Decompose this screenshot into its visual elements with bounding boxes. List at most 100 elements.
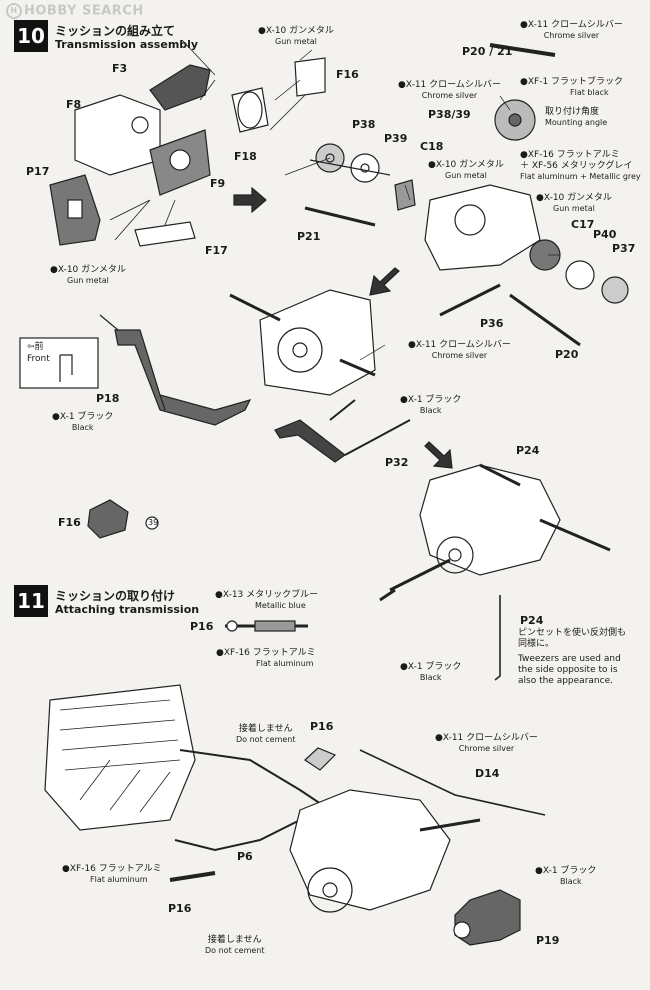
rear-assembly-top xyxy=(419,464,561,576)
color-jp: ●X-13 メタリックブルー xyxy=(215,590,319,600)
color-callout: ●X-1 ブラック Black xyxy=(52,412,113,433)
color-jp: ●X-1 ブラック xyxy=(52,412,114,422)
note-en: also the appearance. xyxy=(518,676,613,686)
color-jp: ●X-10 ガンメタル xyxy=(258,26,334,36)
part-label: P21 xyxy=(297,230,321,243)
step11-title-en: Attaching transmission xyxy=(55,603,200,616)
color-callout: ●X-11 クロームシルバー Chrome silver xyxy=(435,733,538,754)
color-callout: ●X-11 クロームシルバー Chrome silver xyxy=(520,20,623,41)
color-callout: ●XF-1 フラットブラック Flat black xyxy=(520,77,623,98)
color-jp: ●X-1 ブラック xyxy=(535,866,597,876)
part-p18-drawing xyxy=(114,329,252,426)
color-callout: ●X-10 ガンメタル Gun metal xyxy=(428,160,504,181)
color-en: Gun metal xyxy=(67,276,109,285)
color-en: Gun metal xyxy=(553,204,595,213)
part-label: 39 xyxy=(148,518,159,527)
color-en: Chrome silver xyxy=(421,91,478,100)
part-label: P20 / 21 xyxy=(462,45,513,58)
part-label: P38/39 xyxy=(428,108,471,121)
color-jp: ●X-10 ガンメタル xyxy=(428,160,504,170)
color-callout: ●X-10 ガンメタル Gun metal xyxy=(50,265,126,286)
part-label: F17 xyxy=(205,244,228,257)
color-en: Gun metal xyxy=(275,37,317,46)
part-f16-drawing xyxy=(294,57,326,97)
part-label: C17 xyxy=(571,218,595,231)
color-jp: ●XF-1 フラットブラック xyxy=(520,77,624,87)
step-number-11: 11 xyxy=(14,585,48,617)
color-en: Black xyxy=(419,406,442,415)
color-callout: ●X-1 ブラック Black xyxy=(400,662,461,683)
mounting-jp: 取り付け角度 xyxy=(545,107,600,117)
color-callout: ●X-1 ブラック Black xyxy=(535,866,596,887)
part-gearbox-b xyxy=(259,289,376,396)
no-cement-note: 接着しません Do not cement xyxy=(236,724,295,745)
color-jp: ●X-1 ブラック xyxy=(400,395,462,405)
part-f3-drawing xyxy=(149,64,211,111)
color-callout: ●X-10 ガンメタル Gun metal xyxy=(258,26,334,47)
color-callout: ●X-10 ガンメタル Gun metal xyxy=(536,193,612,214)
step10-title-jp: ミッションの組み立て xyxy=(55,24,176,38)
color-en: Chrome silver xyxy=(431,351,488,360)
step-number-10: 10 xyxy=(14,20,48,52)
part-label: P36 xyxy=(480,317,504,330)
note-en: Tweezers are used and xyxy=(518,654,621,664)
part-label: P32 xyxy=(385,456,409,469)
part-label: P39 xyxy=(384,132,408,145)
color-jp: ●X-10 ガンメタル xyxy=(50,265,126,275)
part-label: P16 xyxy=(168,902,192,915)
part-label: F9 xyxy=(210,177,226,190)
mounting-en: Mounting angle xyxy=(545,118,608,127)
color-en: Flat aluminum + Metallic grey xyxy=(520,172,641,181)
front-label-en: Front xyxy=(27,354,50,364)
part-label: D14 xyxy=(475,767,500,780)
color-en: Chrome silver xyxy=(543,31,600,40)
front-indicator-box xyxy=(19,337,99,389)
mounting-angle-note: 取り付け角度 Mounting angle xyxy=(545,107,607,128)
note-jp: 接着しません xyxy=(207,935,262,945)
part-f17-drawing xyxy=(134,221,196,247)
step10-title-en: Transmission assembly xyxy=(55,38,199,51)
part-label: F3 xyxy=(112,62,128,75)
color-callout: ●X-13 メタリックブルー Metallic blue xyxy=(215,590,318,611)
part-label: P24 xyxy=(516,444,540,457)
note-jp: ピンセットを使い反対側も xyxy=(518,628,627,638)
color-en: Gun metal xyxy=(445,171,487,180)
part-p32-drawing xyxy=(274,419,347,463)
color-en: Flat aluminum xyxy=(256,659,314,668)
part-f16b-drawing xyxy=(87,499,129,539)
part-label: F16 xyxy=(336,68,359,81)
color-callout: ●XF-16 フラットアルミ Flat aluminum xyxy=(216,648,316,669)
color-en: Flat aluminum xyxy=(90,875,148,884)
tweezers-note: ピンセットを使い反対側も 同様に。 Tweezers are used and … xyxy=(518,628,626,687)
color-callout: ●XF-16 フラットアルミ Flat aluminum xyxy=(62,864,162,885)
color-callout: ●XF-16 フラットアルミ ＋ XF-56 メタリックグレイ Flat alu… xyxy=(520,150,641,182)
rear-assembly-bottom xyxy=(289,789,451,911)
part-label: P38 xyxy=(352,118,376,131)
color-en: Metallic blue xyxy=(255,601,306,610)
part-label: P16 xyxy=(190,620,214,633)
part-f8-drawing xyxy=(74,94,161,176)
color-jp: ●X-11 クロームシルバー xyxy=(435,733,538,743)
note-jp: 同様に。 xyxy=(518,639,555,649)
color-jp: ●X-1 ブラック xyxy=(400,662,462,672)
part-label: C18 xyxy=(420,140,444,153)
color-callout: ●X-1 ブラック Black xyxy=(400,395,461,416)
part-label: F8 xyxy=(66,98,82,111)
color-jp: ●X-11 クロームシルバー xyxy=(398,80,501,90)
color-jp: ●XF-16 フラットアルミ xyxy=(520,150,620,160)
part-label: P40 xyxy=(593,228,617,241)
part-label: P6 xyxy=(237,850,253,863)
note-en: Do not cement xyxy=(236,735,296,744)
part-label: P19 xyxy=(536,934,560,947)
note-en: Do not cement xyxy=(205,946,265,955)
color-en: Chrome silver xyxy=(458,744,515,753)
arrow-down-left xyxy=(369,267,400,296)
color-callout: ●X-11 クロームシルバー Chrome silver xyxy=(408,340,511,361)
engine-block xyxy=(44,684,196,831)
part-label: P18 xyxy=(96,392,120,405)
part-label: P24 xyxy=(520,614,544,627)
note-en: the side opposite to is xyxy=(518,665,618,675)
color-jp: ●XF-16 フラットアルミ xyxy=(216,648,316,658)
